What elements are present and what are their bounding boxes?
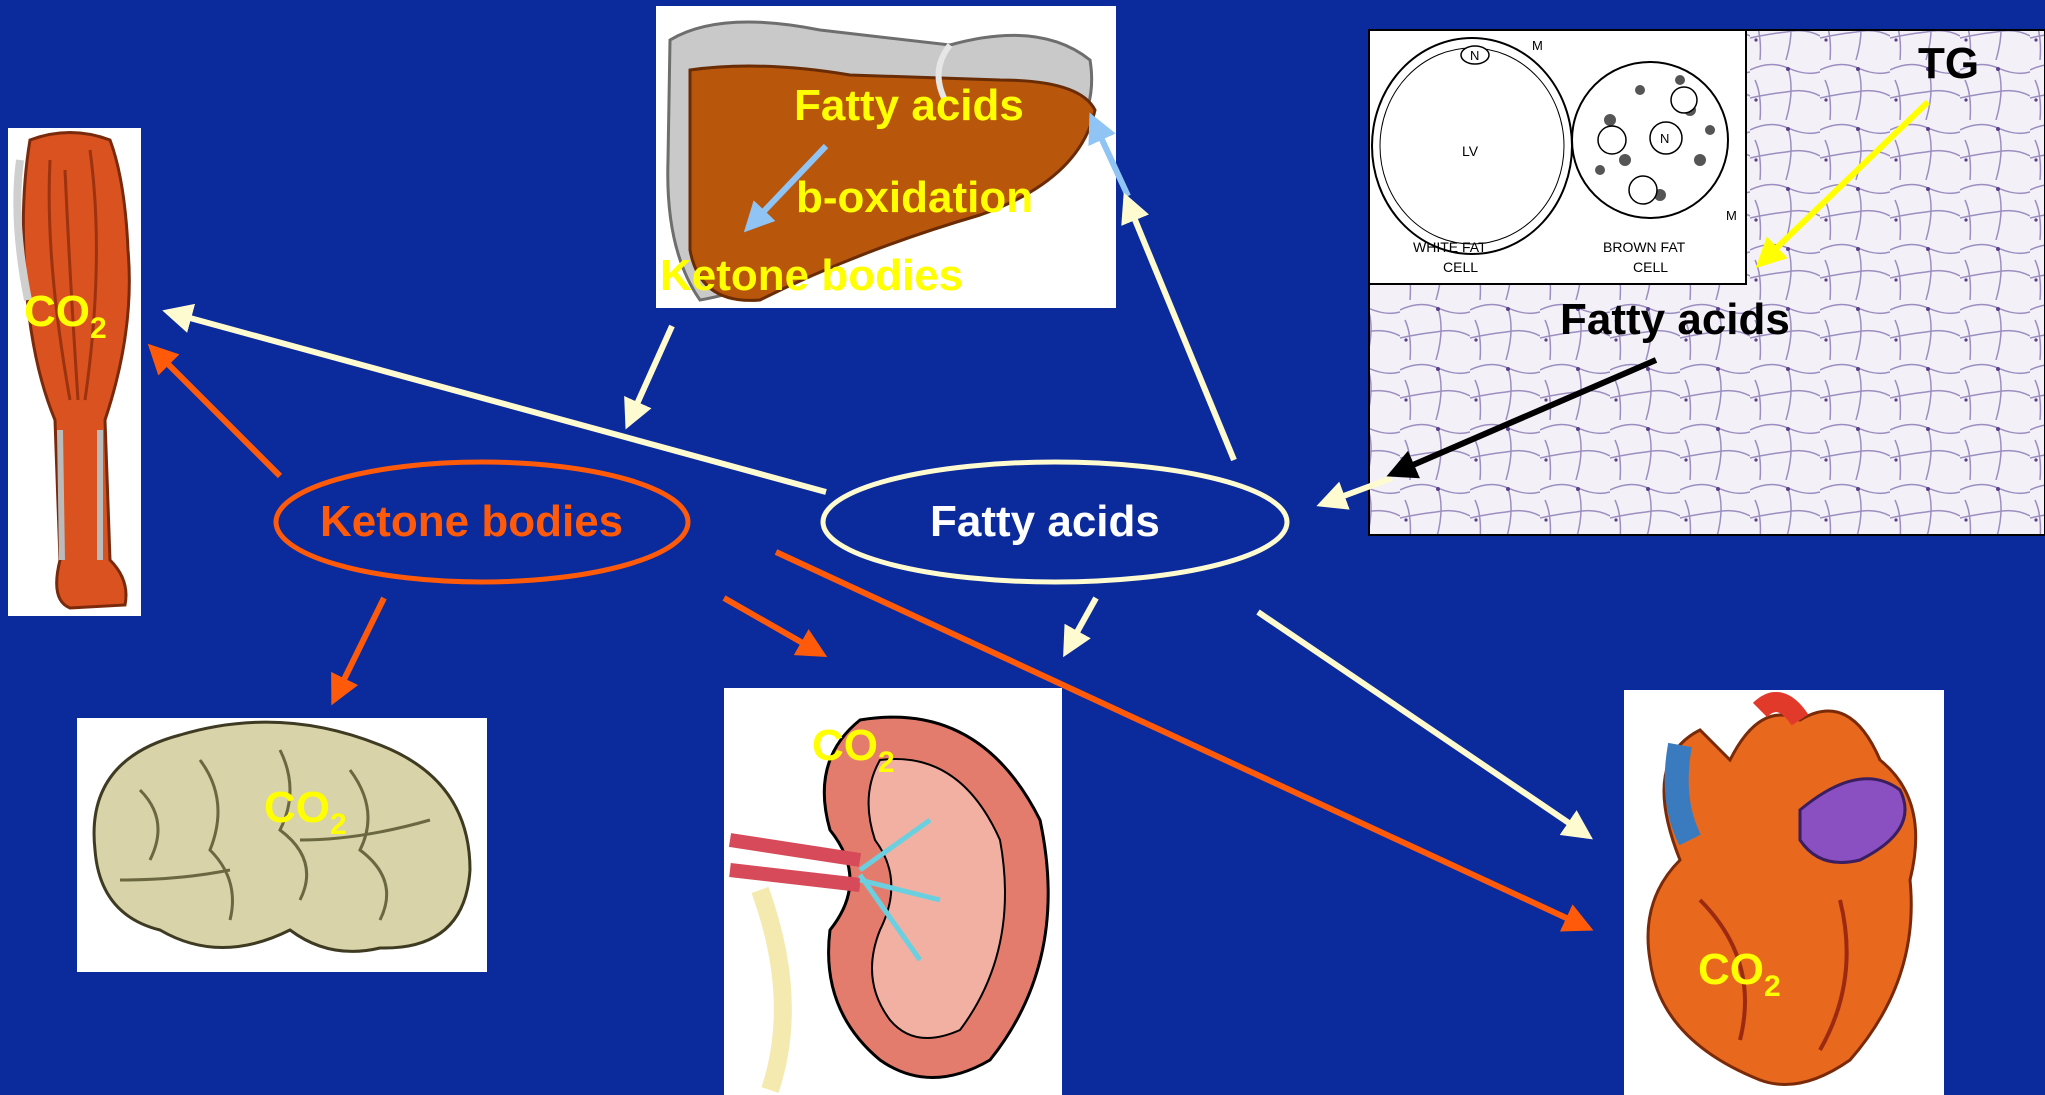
heart-icon bbox=[1624, 690, 1944, 1095]
muscle-icon bbox=[8, 128, 141, 616]
center-fatty-acids-label: Fatty acids bbox=[930, 497, 1160, 546]
arrow-fa-to-liver bbox=[1126, 198, 1234, 460]
inset-brown-n-label: N bbox=[1660, 131, 1669, 146]
liver-b-oxidation-label: b-oxidation bbox=[796, 173, 1033, 222]
liver-fatty-acids-label: Fatty acids bbox=[794, 81, 1024, 130]
liver-ketone-bodies-label: Ketone bodies bbox=[660, 251, 963, 300]
arrow-liver-to-ketone bbox=[628, 326, 672, 424]
arrow-ketone-to-brain bbox=[334, 598, 384, 700]
brain-icon bbox=[77, 718, 487, 972]
inset-lv-label: LV bbox=[1462, 143, 1479, 159]
arrow-fa-to-heart bbox=[1258, 612, 1588, 836]
inset-n-label: N bbox=[1470, 48, 1479, 63]
arrow-ketone-to-kidney bbox=[724, 598, 822, 654]
arrow-fa-to-kidney bbox=[1066, 598, 1096, 652]
inset-brown-fat-label: BROWN FAT bbox=[1603, 239, 1686, 255]
inset-m-label: M bbox=[1532, 38, 1543, 53]
arrow-ketone-to-muscle bbox=[152, 348, 280, 476]
adipose-tissue-micrograph: LV N M N M WHITE FAT CELL BROWN FAT CELL bbox=[1369, 30, 2045, 535]
center-ketone-bodies-label: Ketone bodies bbox=[320, 497, 623, 546]
inset-brown-m-label: M bbox=[1726, 208, 1737, 223]
inset-white-cell-label: CELL bbox=[1443, 259, 1478, 275]
adipose-fatty-acids-label: Fatty acids bbox=[1560, 295, 1790, 344]
inset-brown-cell-label: CELL bbox=[1633, 259, 1668, 275]
adipose-tg-label: TG bbox=[1918, 39, 1979, 88]
inset-white-fat-label: WHITE FAT bbox=[1413, 239, 1487, 255]
fat-cell-inset: LV N M N M WHITE FAT CELL BROWN FAT CELL bbox=[1369, 30, 1746, 284]
